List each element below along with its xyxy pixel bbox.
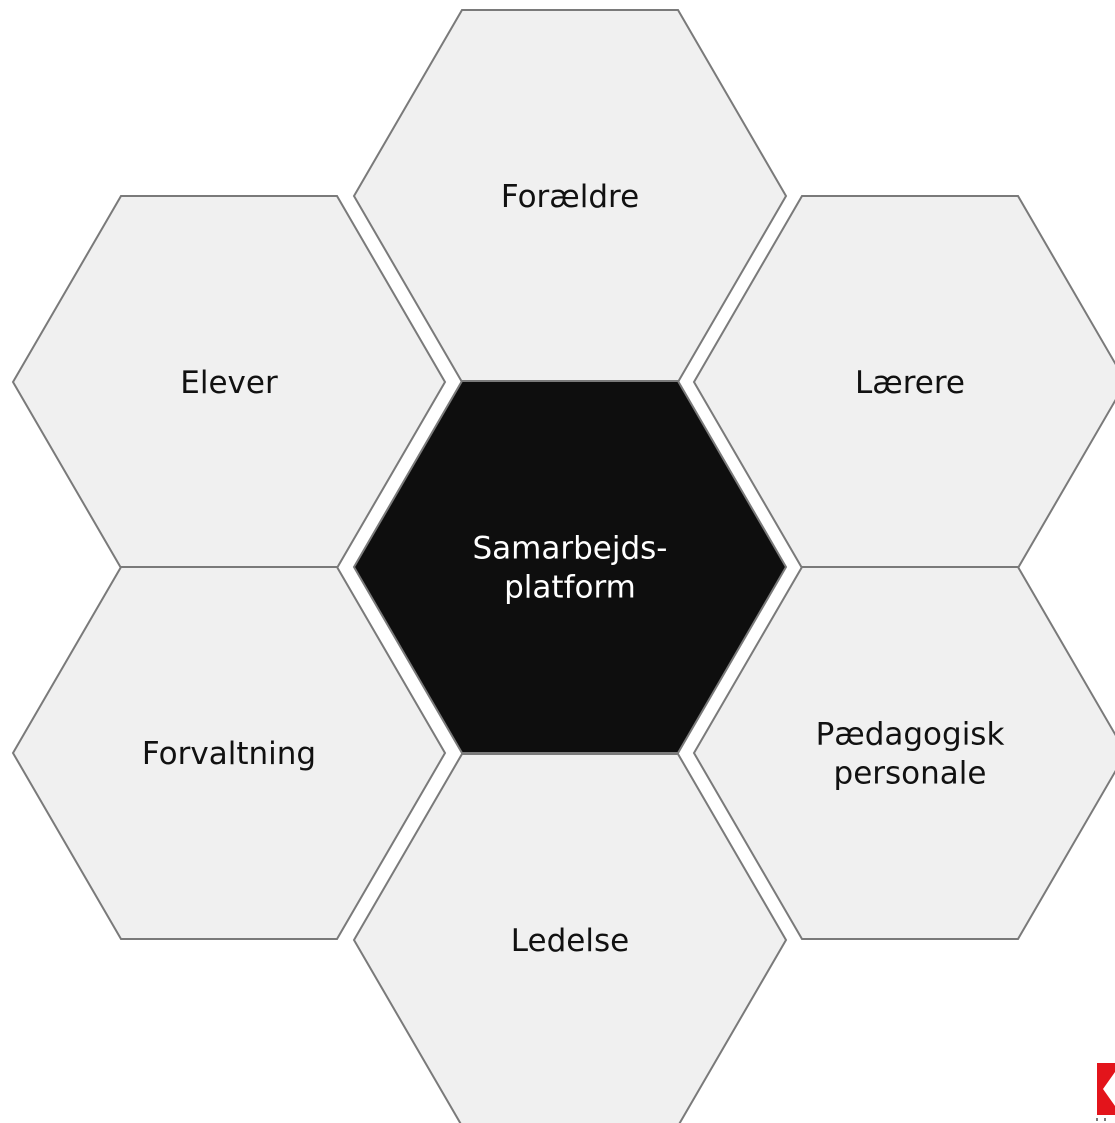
- hexagon-label: Lærere: [855, 365, 965, 401]
- logo-dot: [1096, 1118, 1098, 1121]
- logo-mark: [1097, 1063, 1115, 1115]
- hexagon-elever: Elever: [11, 195, 447, 569]
- hexagon-label: platform: [504, 570, 636, 606]
- hexagon-shape: [692, 566, 1115, 940]
- logo-dot: [1104, 1118, 1106, 1121]
- hexagon-forvaltning: Forvaltning: [11, 566, 447, 940]
- hexagon-center: Samarbejds-platform: [352, 380, 788, 754]
- hexagon-label: Forvaltning: [142, 736, 316, 772]
- hexagon-label: Ledelse: [511, 923, 629, 959]
- brand-logo: [1096, 1063, 1115, 1121]
- hexagon-label: personale: [834, 756, 987, 792]
- hexagon-label: Pædagogisk: [816, 717, 1005, 753]
- hexagon-label: Samarbejds-: [473, 531, 668, 567]
- hexagon-ledelse: Ledelse: [352, 753, 788, 1123]
- hexagon-label: Elever: [180, 365, 278, 401]
- hexagon-laerere: Lærere: [692, 195, 1115, 569]
- hexagon-shape: [11, 566, 447, 940]
- hexagon-foraeldre: Forældre: [352, 9, 788, 383]
- hexagon-shape: [352, 380, 788, 754]
- hexagon-label: Forældre: [501, 179, 639, 215]
